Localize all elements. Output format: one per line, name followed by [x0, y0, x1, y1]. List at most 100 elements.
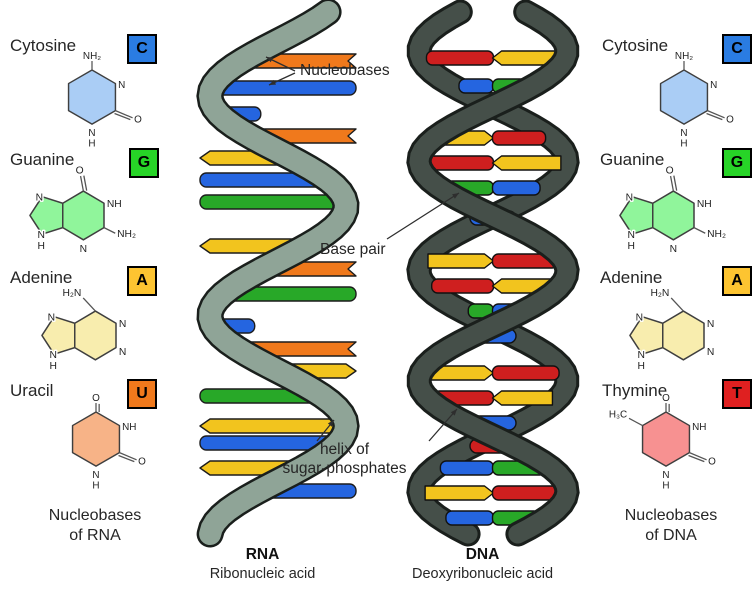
dna-base-pairs: [424, 50, 562, 526]
svg-text:N: N: [118, 80, 125, 91]
dna-caption-line2: of DNA: [645, 526, 697, 544]
svg-text:H₂N: H₂N: [650, 288, 669, 299]
dna-base-yellow: [427, 253, 495, 269]
rna-caption-line2: of RNA: [69, 526, 121, 544]
svg-text:NH: NH: [692, 422, 706, 433]
svg-text:N: N: [626, 192, 633, 203]
svg-text:H: H: [49, 361, 56, 372]
svg-text:O: O: [134, 114, 142, 125]
dna-subtitle: Deoxyribonucleic acid: [411, 566, 554, 582]
svg-text:N: N: [670, 244, 677, 255]
cytosine-badge-rna: C: [127, 34, 157, 64]
dna-base-red: [491, 130, 547, 146]
svg-text:H: H: [680, 139, 687, 150]
dna-base-red: [430, 278, 495, 294]
rna-base-green: [199, 194, 347, 210]
dna-helix-illustration: [406, 0, 580, 547]
svg-text:H: H: [637, 361, 644, 372]
uracil-badge-rna: U: [127, 379, 157, 409]
thymine-label-dna: Thymine: [602, 381, 668, 400]
svg-text:N: N: [88, 128, 95, 139]
rna-helix-illustration: [196, 0, 360, 548]
adenine-badge-rna: A: [127, 266, 157, 296]
svg-text:NH: NH: [697, 199, 712, 210]
svg-text:H: H: [627, 241, 634, 252]
rna-title: RNA: [245, 546, 280, 563]
dna-panel-caption: Nucleobases of DNA: [588, 506, 754, 545]
dna-base-yellow: [491, 155, 562, 171]
dna-base-blue: [439, 460, 495, 476]
guanine-badge-dna: G: [722, 148, 752, 178]
nucleobases-annotation: Nucleobases: [300, 62, 390, 79]
svg-text:H: H: [37, 241, 44, 252]
svg-text:NH: NH: [122, 422, 136, 433]
svg-text:H₃C: H₃C: [609, 409, 627, 420]
svg-text:N: N: [637, 350, 644, 361]
base-pair-annotation: Base pair: [320, 241, 386, 258]
dna-base-blue: [458, 78, 495, 94]
cytosine-label-dna: Cytosine: [602, 36, 669, 55]
dna-base-yellow: [424, 485, 495, 501]
dna-base-red: [491, 365, 560, 381]
guanine-label-rna: Guanine: [10, 150, 75, 169]
uracil-label-rna: Uracil: [10, 381, 54, 400]
rna-caption-line1: Nucleobases: [48, 507, 142, 524]
thymine-structure: O NH O NH H₃C: [608, 392, 718, 493]
svg-text:H: H: [662, 481, 669, 492]
svg-text:N: N: [49, 350, 56, 361]
svg-text:N: N: [710, 80, 717, 91]
dna-base-red: [425, 50, 495, 66]
rna-panel-caption: Nucleobases of RNA: [5, 506, 185, 545]
svg-text:H: H: [88, 139, 95, 150]
svg-text:N: N: [80, 244, 87, 255]
svg-text:NH: NH: [107, 199, 122, 210]
svg-text:N: N: [680, 128, 687, 139]
svg-text:N: N: [119, 347, 126, 358]
rna-subtitle: Ribonucleic acid: [209, 566, 316, 582]
dna-title: DNA: [465, 546, 500, 563]
dna-strand-2: [409, 2, 577, 544]
guanine-badge-rna: G: [129, 148, 159, 178]
svg-text:N: N: [707, 347, 714, 358]
svg-text:NH₂: NH₂: [117, 229, 136, 240]
svg-text:O: O: [138, 456, 146, 467]
dna-base-blue: [445, 510, 495, 526]
svg-text:N: N: [36, 192, 43, 203]
svg-text:N: N: [662, 470, 669, 481]
svg-text:NH₂: NH₂: [83, 51, 101, 62]
rna-base-blue: [211, 80, 357, 96]
rna-base-yellow: [199, 418, 347, 434]
svg-text:N: N: [48, 312, 55, 323]
svg-text:N: N: [636, 312, 643, 323]
guanine-label-dna: Guanine: [600, 150, 665, 169]
svg-text:NH₂: NH₂: [707, 229, 726, 240]
thymine-badge-dna: T: [722, 379, 752, 409]
dna-caption-line1: Nucleobases: [624, 507, 718, 524]
svg-text:N: N: [707, 319, 714, 330]
cytosine-label-rna: Cytosine: [10, 36, 77, 55]
svg-text:O: O: [76, 165, 84, 176]
cytosine-badge-dna: C: [722, 34, 752, 64]
sugar-phosphate-line1: helix of: [319, 441, 370, 458]
svg-text:N: N: [92, 470, 99, 481]
svg-text:O: O: [92, 393, 100, 404]
rna-strand-ribbon: [198, 1, 358, 545]
svg-text:H₂N: H₂N: [62, 288, 81, 299]
svg-text:O: O: [662, 393, 670, 404]
svg-text:O: O: [666, 165, 674, 176]
svg-text:N: N: [37, 230, 44, 241]
svg-text:O: O: [726, 114, 734, 125]
svg-text:O: O: [708, 456, 716, 467]
dna-base-blue: [491, 180, 541, 196]
sugar-phosphate-annotation: helix of sugar-phosphates: [262, 440, 427, 479]
adenine-label-rna: Adenine: [10, 268, 73, 287]
svg-text:N: N: [119, 319, 126, 330]
